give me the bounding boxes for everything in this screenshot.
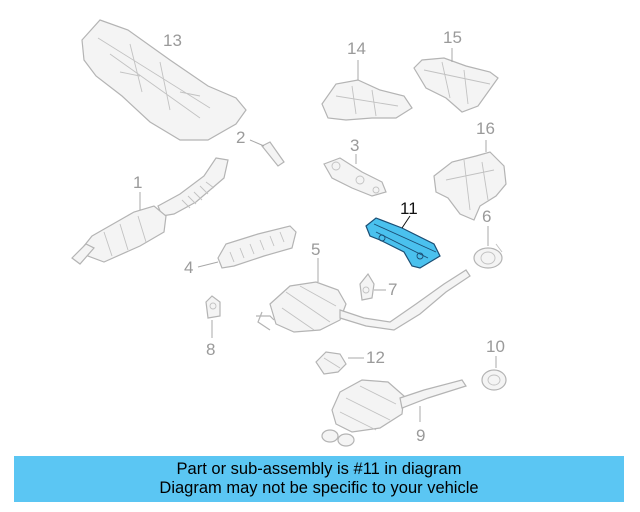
banner-line-2: Diagram may not be specific to your vehi… [159, 479, 479, 497]
part-2-gasket[interactable] [261, 141, 285, 167]
part-6-clamp[interactable] [473, 243, 503, 269]
callout-15: 15 [443, 28, 462, 47]
callout-2: 2 [236, 128, 245, 147]
part-4-gasket[interactable] [217, 225, 297, 269]
banner-line-1: Part or sub-assembly is #11 in diagram [176, 460, 462, 478]
callout-14: 14 [347, 39, 366, 58]
callout-12: 12 [366, 348, 385, 367]
callout-10: 10 [486, 337, 505, 356]
part-11-exhaust-bracket[interactable] [365, 217, 441, 269]
part-10-clamp[interactable] [481, 369, 507, 391]
callout-16: 16 [476, 119, 495, 138]
callout-13: 13 [163, 31, 182, 50]
exhaust-parts-diagram: 13 14 15 2 3 16 1 [71, 19, 507, 447]
callout-8: 8 [206, 340, 215, 359]
info-banner: Part or sub-assembly is #11 in diagram D… [14, 456, 624, 502]
part-7-rubber-hanger[interactable] [359, 272, 375, 301]
callout-1: 1 [133, 173, 142, 192]
callout-4: 4 [184, 258, 193, 277]
part-1-catalytic-converter[interactable] [71, 157, 229, 265]
part-9-rear-muffler[interactable] [321, 379, 467, 447]
part-15-heat-shield[interactable] [413, 57, 499, 113]
part-8-rubber-mount[interactable] [205, 295, 221, 319]
callout-7: 7 [388, 280, 397, 299]
part-5-muffler-assembly[interactable] [256, 269, 471, 333]
callout-6: 6 [482, 207, 491, 226]
callout-11: 11 [400, 199, 418, 218]
callout-9: 9 [416, 426, 425, 445]
callout-3: 3 [350, 136, 359, 155]
part-12-bracket[interactable] [315, 351, 347, 375]
part-14-bracket[interactable] [321, 79, 413, 121]
part-3-bracket[interactable] [323, 157, 387, 197]
part-16-heat-shield[interactable] [433, 151, 507, 221]
part-13-heat-shield[interactable] [81, 19, 247, 141]
callout-5: 5 [311, 240, 320, 259]
